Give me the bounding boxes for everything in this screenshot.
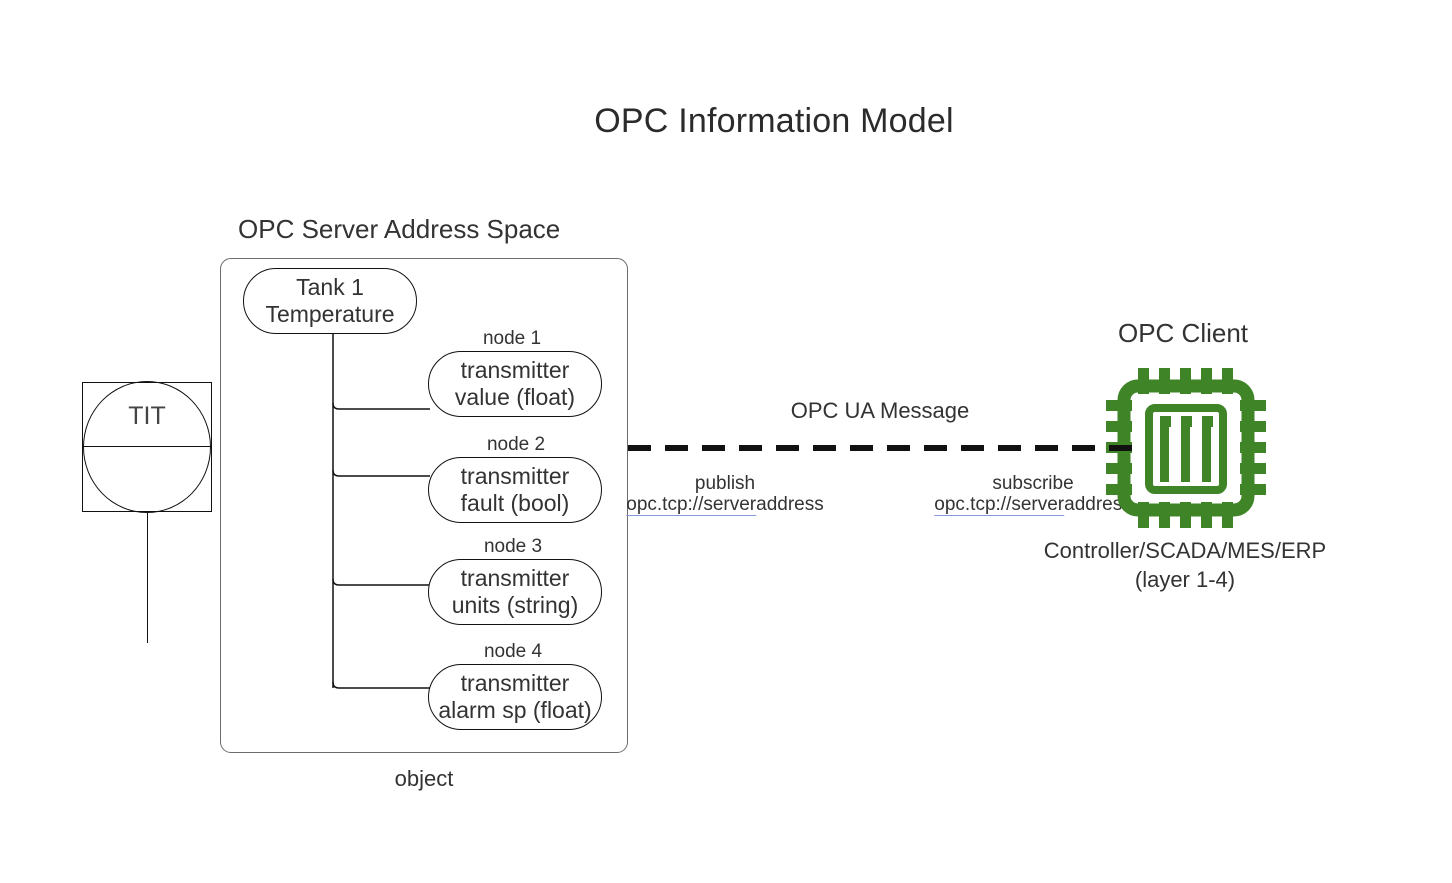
node-pill-1[interactable]: transmitter value (float) bbox=[428, 351, 602, 417]
subscribe-endpoint: opc.tcp://serveraddress bbox=[934, 494, 1132, 516]
cpu-chip-icon[interactable] bbox=[1106, 368, 1266, 528]
tit-circle-outline bbox=[83, 381, 211, 513]
tit-divider-line bbox=[82, 446, 212, 447]
node-1-line2: value (float) bbox=[454, 384, 576, 410]
object-caption: object bbox=[394, 766, 454, 791]
node-tag-4: node 4 bbox=[483, 641, 543, 662]
node-3-line1: transmitter bbox=[460, 565, 570, 592]
publish-endpoint-tail: address bbox=[756, 494, 824, 515]
node-tag-2: node 2 bbox=[486, 434, 546, 455]
publish-endpoint: opc.tcp://serveraddress bbox=[626, 494, 824, 516]
page-title: OPC Information Model bbox=[594, 102, 954, 140]
node-4-line2: alarm sp (float) bbox=[438, 697, 592, 723]
node-pill-3[interactable]: transmitter units (string) bbox=[428, 559, 602, 625]
node-pill-4-text: transmitter alarm sp (float) bbox=[438, 670, 591, 724]
subscribe-endpoint-tail: address bbox=[1064, 494, 1132, 515]
publish-endpoint-link[interactable]: opc.tcp://server bbox=[626, 494, 757, 516]
node-root-line1: Tank 1 bbox=[296, 274, 364, 301]
tit-tag-label: TIT bbox=[128, 402, 166, 430]
publish-label: publish bbox=[694, 473, 756, 494]
node-2-line2: fault (bool) bbox=[460, 490, 570, 516]
node-root-line2: Temperature bbox=[265, 301, 395, 327]
node-pill-1-text: transmitter value (float) bbox=[455, 357, 575, 411]
node-4-line1: transmitter bbox=[460, 670, 570, 697]
subscribe-endpoint-link[interactable]: opc.tcp://server bbox=[934, 494, 1065, 516]
node-tag-1: node 1 bbox=[482, 328, 542, 349]
client-caption-line1: Controller/SCADA/MES/ERP bbox=[1043, 538, 1327, 563]
node-pill-2[interactable]: transmitter fault (bool) bbox=[428, 457, 602, 523]
node-pill-3-text: transmitter units (string) bbox=[452, 565, 579, 619]
opc-client-label: OPC Client bbox=[1117, 318, 1249, 348]
address-space-label: OPC Server Address Space bbox=[238, 214, 561, 244]
node-3-line2: units (string) bbox=[451, 592, 579, 618]
node-pill-4[interactable]: transmitter alarm sp (float) bbox=[428, 664, 602, 730]
node-1-line1: transmitter bbox=[460, 357, 570, 384]
node-2-line1: transmitter bbox=[460, 463, 570, 490]
tit-process-stem bbox=[147, 512, 148, 643]
node-pill-root[interactable]: Tank 1 Temperature bbox=[243, 268, 417, 334]
node-pill-2-text: transmitter fault (bool) bbox=[461, 463, 570, 517]
node-pill-root-text: Tank 1 Temperature bbox=[265, 274, 394, 328]
opc-ua-message-label: OPC UA Message bbox=[790, 398, 970, 423]
node-tag-3: node 3 bbox=[483, 536, 543, 557]
subscribe-label: subscribe bbox=[992, 473, 1074, 494]
client-caption-line2: (layer 1-4) bbox=[1134, 567, 1236, 592]
